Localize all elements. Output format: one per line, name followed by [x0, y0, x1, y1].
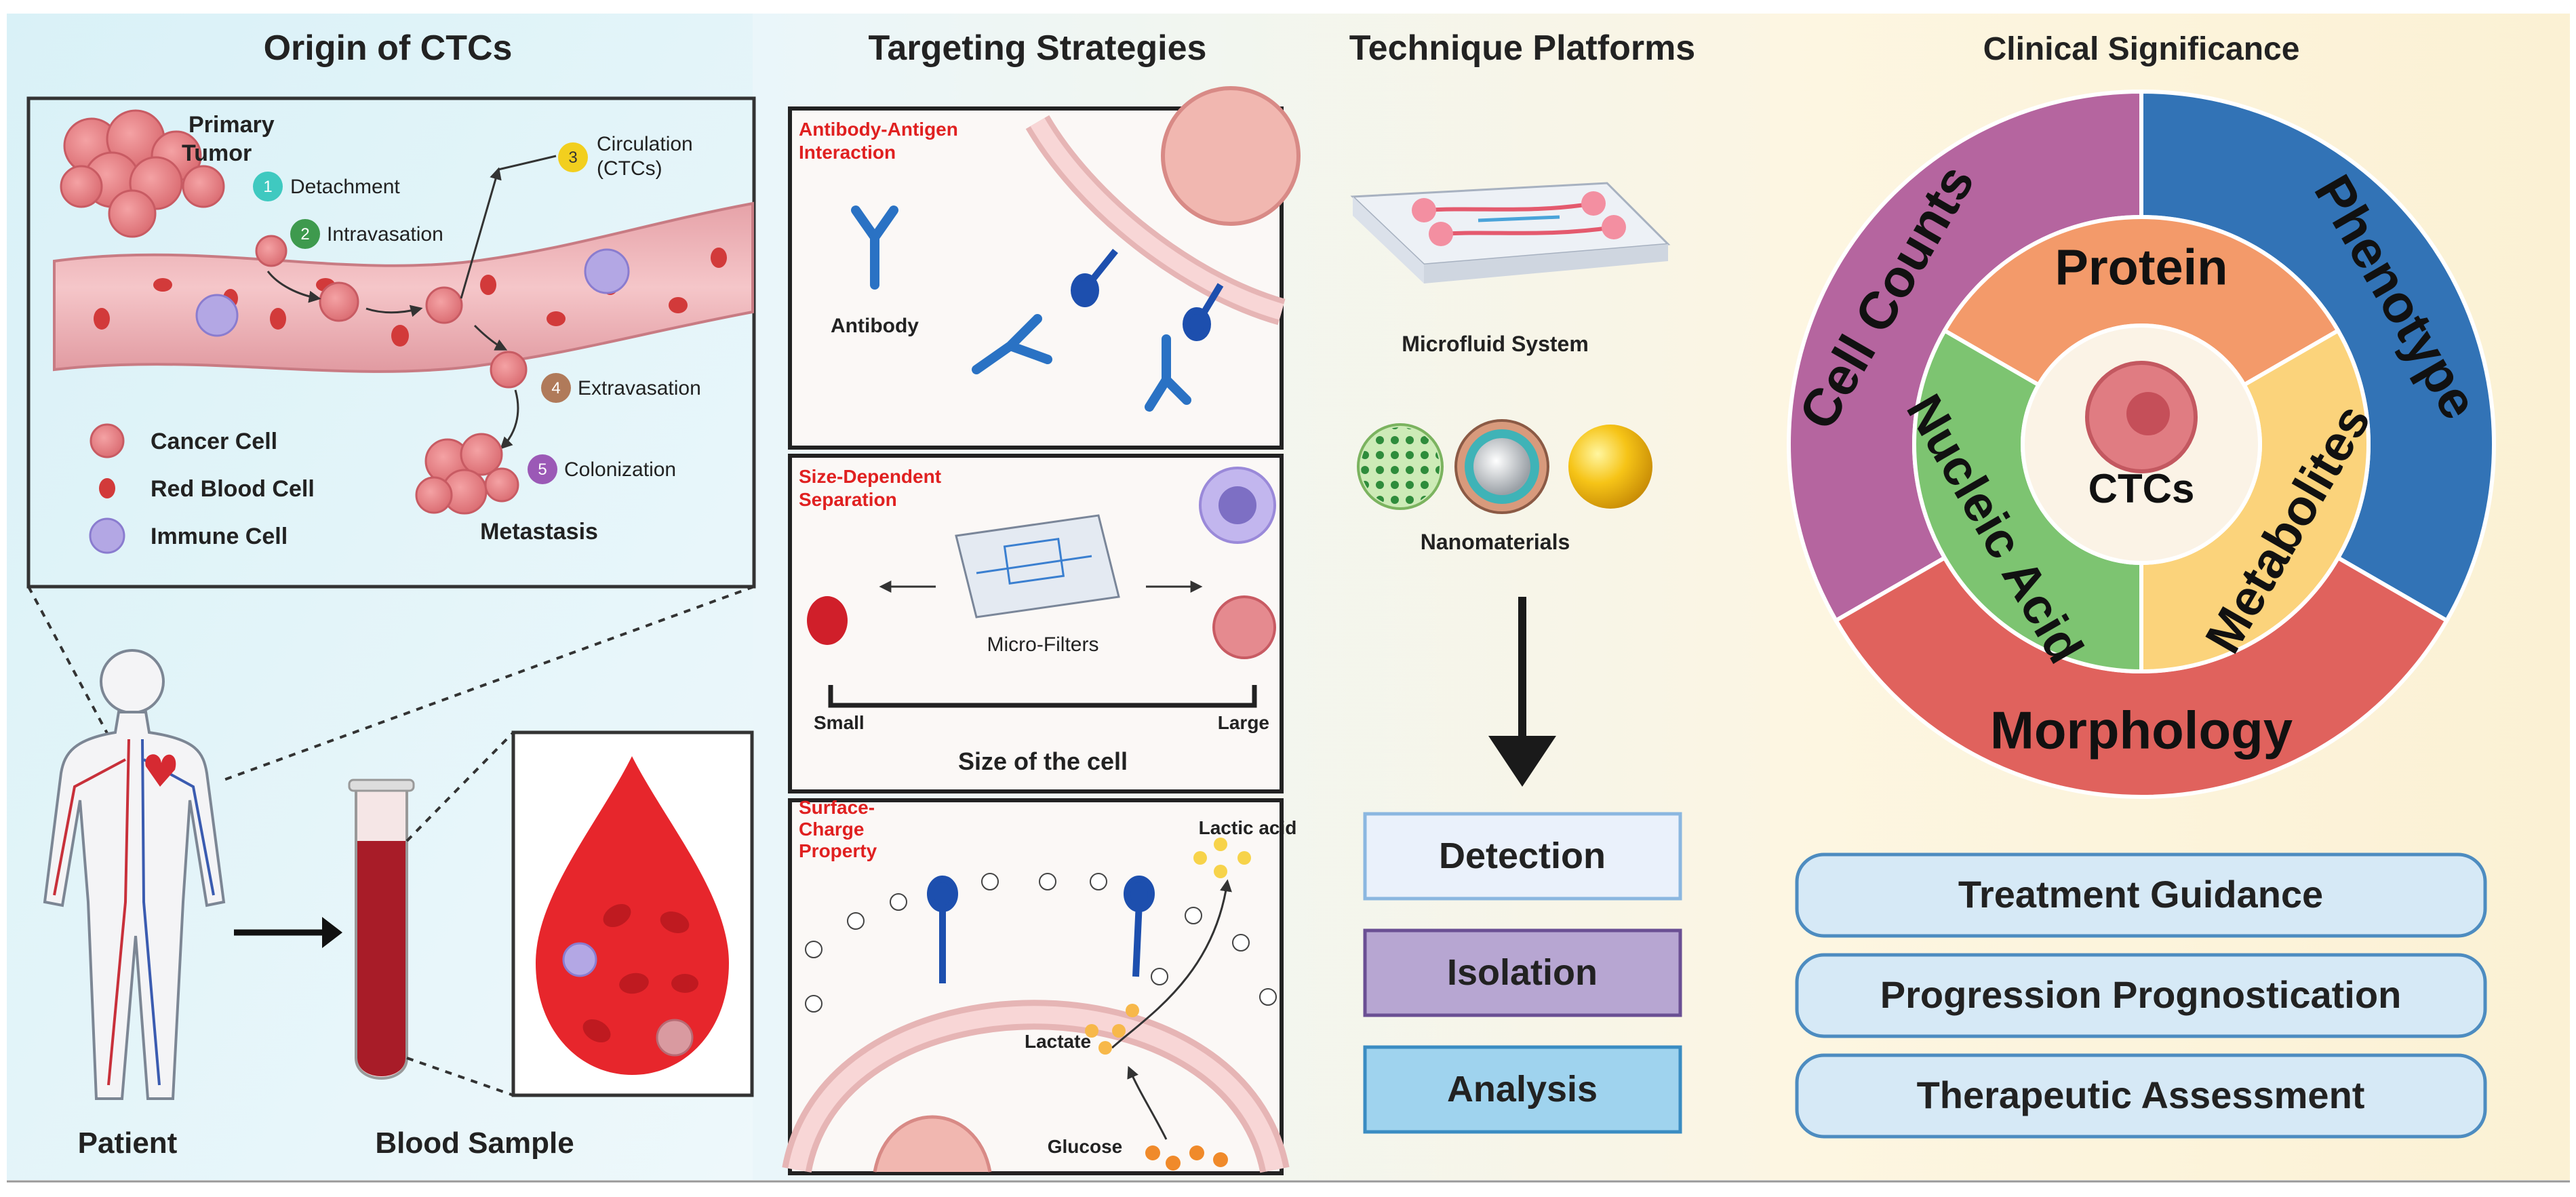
- antibody-label: Antibody: [831, 315, 919, 337]
- patient-body: [43, 649, 226, 1100]
- step-2-label: Intravasation: [327, 223, 443, 246]
- micro-filters-label: Micro-Filters: [987, 633, 1099, 656]
- lactate-molecules: [1085, 1004, 1139, 1055]
- svg-text:2: 2: [300, 225, 309, 243]
- legend-cancer-cell-icon: [90, 423, 125, 458]
- size-panel-title-1: Size-Dependent: [799, 466, 941, 487]
- step-2: 2 Intravasation: [290, 219, 443, 249]
- legend-immune-cell: Immune Cell: [151, 524, 288, 549]
- step-1-badge: [253, 172, 283, 201]
- step-3-label-2: (CTCs): [597, 157, 662, 180]
- step-3: 3 Circulation (CTCs): [558, 133, 693, 180]
- glucose-label: Glucose: [1048, 1136, 1122, 1157]
- antibody-panel-title-2: Interaction: [799, 142, 896, 163]
- step-4-label: Extravasation: [578, 377, 701, 399]
- step-1-label: Detachment: [290, 176, 400, 198]
- legend-red-blood-cell: Red Blood Cell: [151, 476, 315, 502]
- svg-text:4: 4: [551, 379, 560, 397]
- metastasis-label: Metastasis: [480, 519, 598, 545]
- platforms-title: Technique Platforms: [1349, 28, 1695, 68]
- step-3-badge: [558, 142, 588, 172]
- antibody-icons: [851, 205, 1191, 412]
- primary-tumor-cluster: [60, 109, 225, 238]
- nanomaterials-label: Nanomaterials: [1421, 530, 1570, 554]
- detection-label: Detection: [1439, 836, 1606, 876]
- lactic-acid-label: Lactic acid: [1199, 817, 1297, 838]
- micro-filter-chip: [955, 514, 1120, 619]
- svg-text:3: 3: [568, 149, 577, 167]
- analysis-box: Analysis: [1363, 1045, 1682, 1134]
- charge-panel-title-2: Charge: [799, 819, 864, 840]
- glucose-molecules: [1145, 1145, 1228, 1171]
- vessel-immune-cells: [195, 248, 630, 337]
- nanoparticle-gold-icon: [1568, 425, 1652, 509]
- targeting-title: Targeting Strategies: [869, 28, 1207, 68]
- svg-text:5: 5: [538, 460, 547, 479]
- lactic-acid-molecules: [1193, 838, 1251, 878]
- progression-prognostication-label: Progression Prognostication: [1880, 973, 2402, 1016]
- treatment-guidance-button: Treatment Guidance: [1795, 852, 2487, 938]
- step-4-badge: [541, 373, 571, 403]
- antigen-receptors: [1071, 248, 1224, 341]
- treatment-guidance-label: Treatment Guidance: [1958, 873, 2323, 916]
- protein-label: Protein: [2055, 239, 2228, 296]
- step-1: 1 Detachment: [253, 172, 400, 201]
- large-cell: [1212, 595, 1276, 659]
- legend-immune-cell-icon: [89, 517, 125, 554]
- large-label: Large: [1218, 712, 1269, 733]
- charge-panel-title-1: Surface-: [799, 797, 875, 818]
- metastasis-cluster: [415, 433, 519, 515]
- step-5-badge: [528, 454, 557, 484]
- clinical-title: Clinical Significance: [1983, 31, 2300, 67]
- primary-tumor-label-2: Tumor: [182, 140, 252, 166]
- origin-inset-box: [26, 96, 756, 589]
- primary-tumor-label-1: Primary: [189, 112, 275, 138]
- charge-panel-title-3: Property: [799, 840, 877, 861]
- legend: Cancer Cell Red Blood Cell Immune Cell: [89, 423, 315, 554]
- charge-symbols: [805, 873, 1277, 1013]
- step-4: 4 Extravasation: [541, 373, 701, 403]
- step-2-badge: [290, 219, 320, 249]
- blood-tube: [348, 779, 415, 1080]
- antibody-panel-title-1: Antibody-Antigen: [799, 119, 958, 140]
- step-5: 5 Colonization: [528, 454, 676, 484]
- small-label: Small: [814, 712, 865, 733]
- patient-heart: [145, 754, 176, 787]
- nanomaterial-icons: [1357, 419, 1652, 514]
- progression-prognostication-button: Progression Prognostication: [1795, 953, 2487, 1038]
- ctc-center-label: CTCs: [2088, 466, 2195, 511]
- analysis-label: Analysis: [1447, 1069, 1598, 1110]
- microfluid-label: Microfluid System: [1402, 332, 1589, 356]
- small-cell: [807, 596, 848, 645]
- morphology-label: Morphology: [1990, 701, 2293, 760]
- therapeutic-assessment-label: Therapeutic Assessment: [1917, 1074, 2365, 1116]
- surface-receptors: [927, 876, 1155, 983]
- vessel-cancer-cells: [255, 235, 528, 389]
- detection-box: Detection: [1363, 812, 1682, 901]
- legend-cancer-cell: Cancer Cell: [151, 429, 277, 454]
- blood-sample-label: Blood Sample: [375, 1126, 574, 1160]
- origin-title: Origin of CTCs: [264, 28, 513, 68]
- therapeutic-assessment-button: Therapeutic Assessment: [1795, 1053, 2487, 1139]
- size-panel-title-2: Separation: [799, 489, 897, 510]
- isolation-label: Isolation: [1447, 952, 1598, 993]
- step-3-label-1: Circulation: [597, 133, 693, 155]
- microfluid-chip: [1350, 182, 1671, 283]
- legend-red-blood-cell-icon: [99, 478, 115, 498]
- blood-drop: [536, 756, 729, 1075]
- lactate-label: Lactate: [1025, 1031, 1091, 1052]
- patient-label: Patient: [78, 1126, 178, 1160]
- svg-text:1: 1: [263, 178, 272, 196]
- down-arrow-head: [1488, 736, 1556, 787]
- size-axis-label: Size of the cell: [958, 747, 1128, 775]
- isolation-box: Isolation: [1363, 928, 1682, 1017]
- step-5-label: Colonization: [564, 458, 676, 481]
